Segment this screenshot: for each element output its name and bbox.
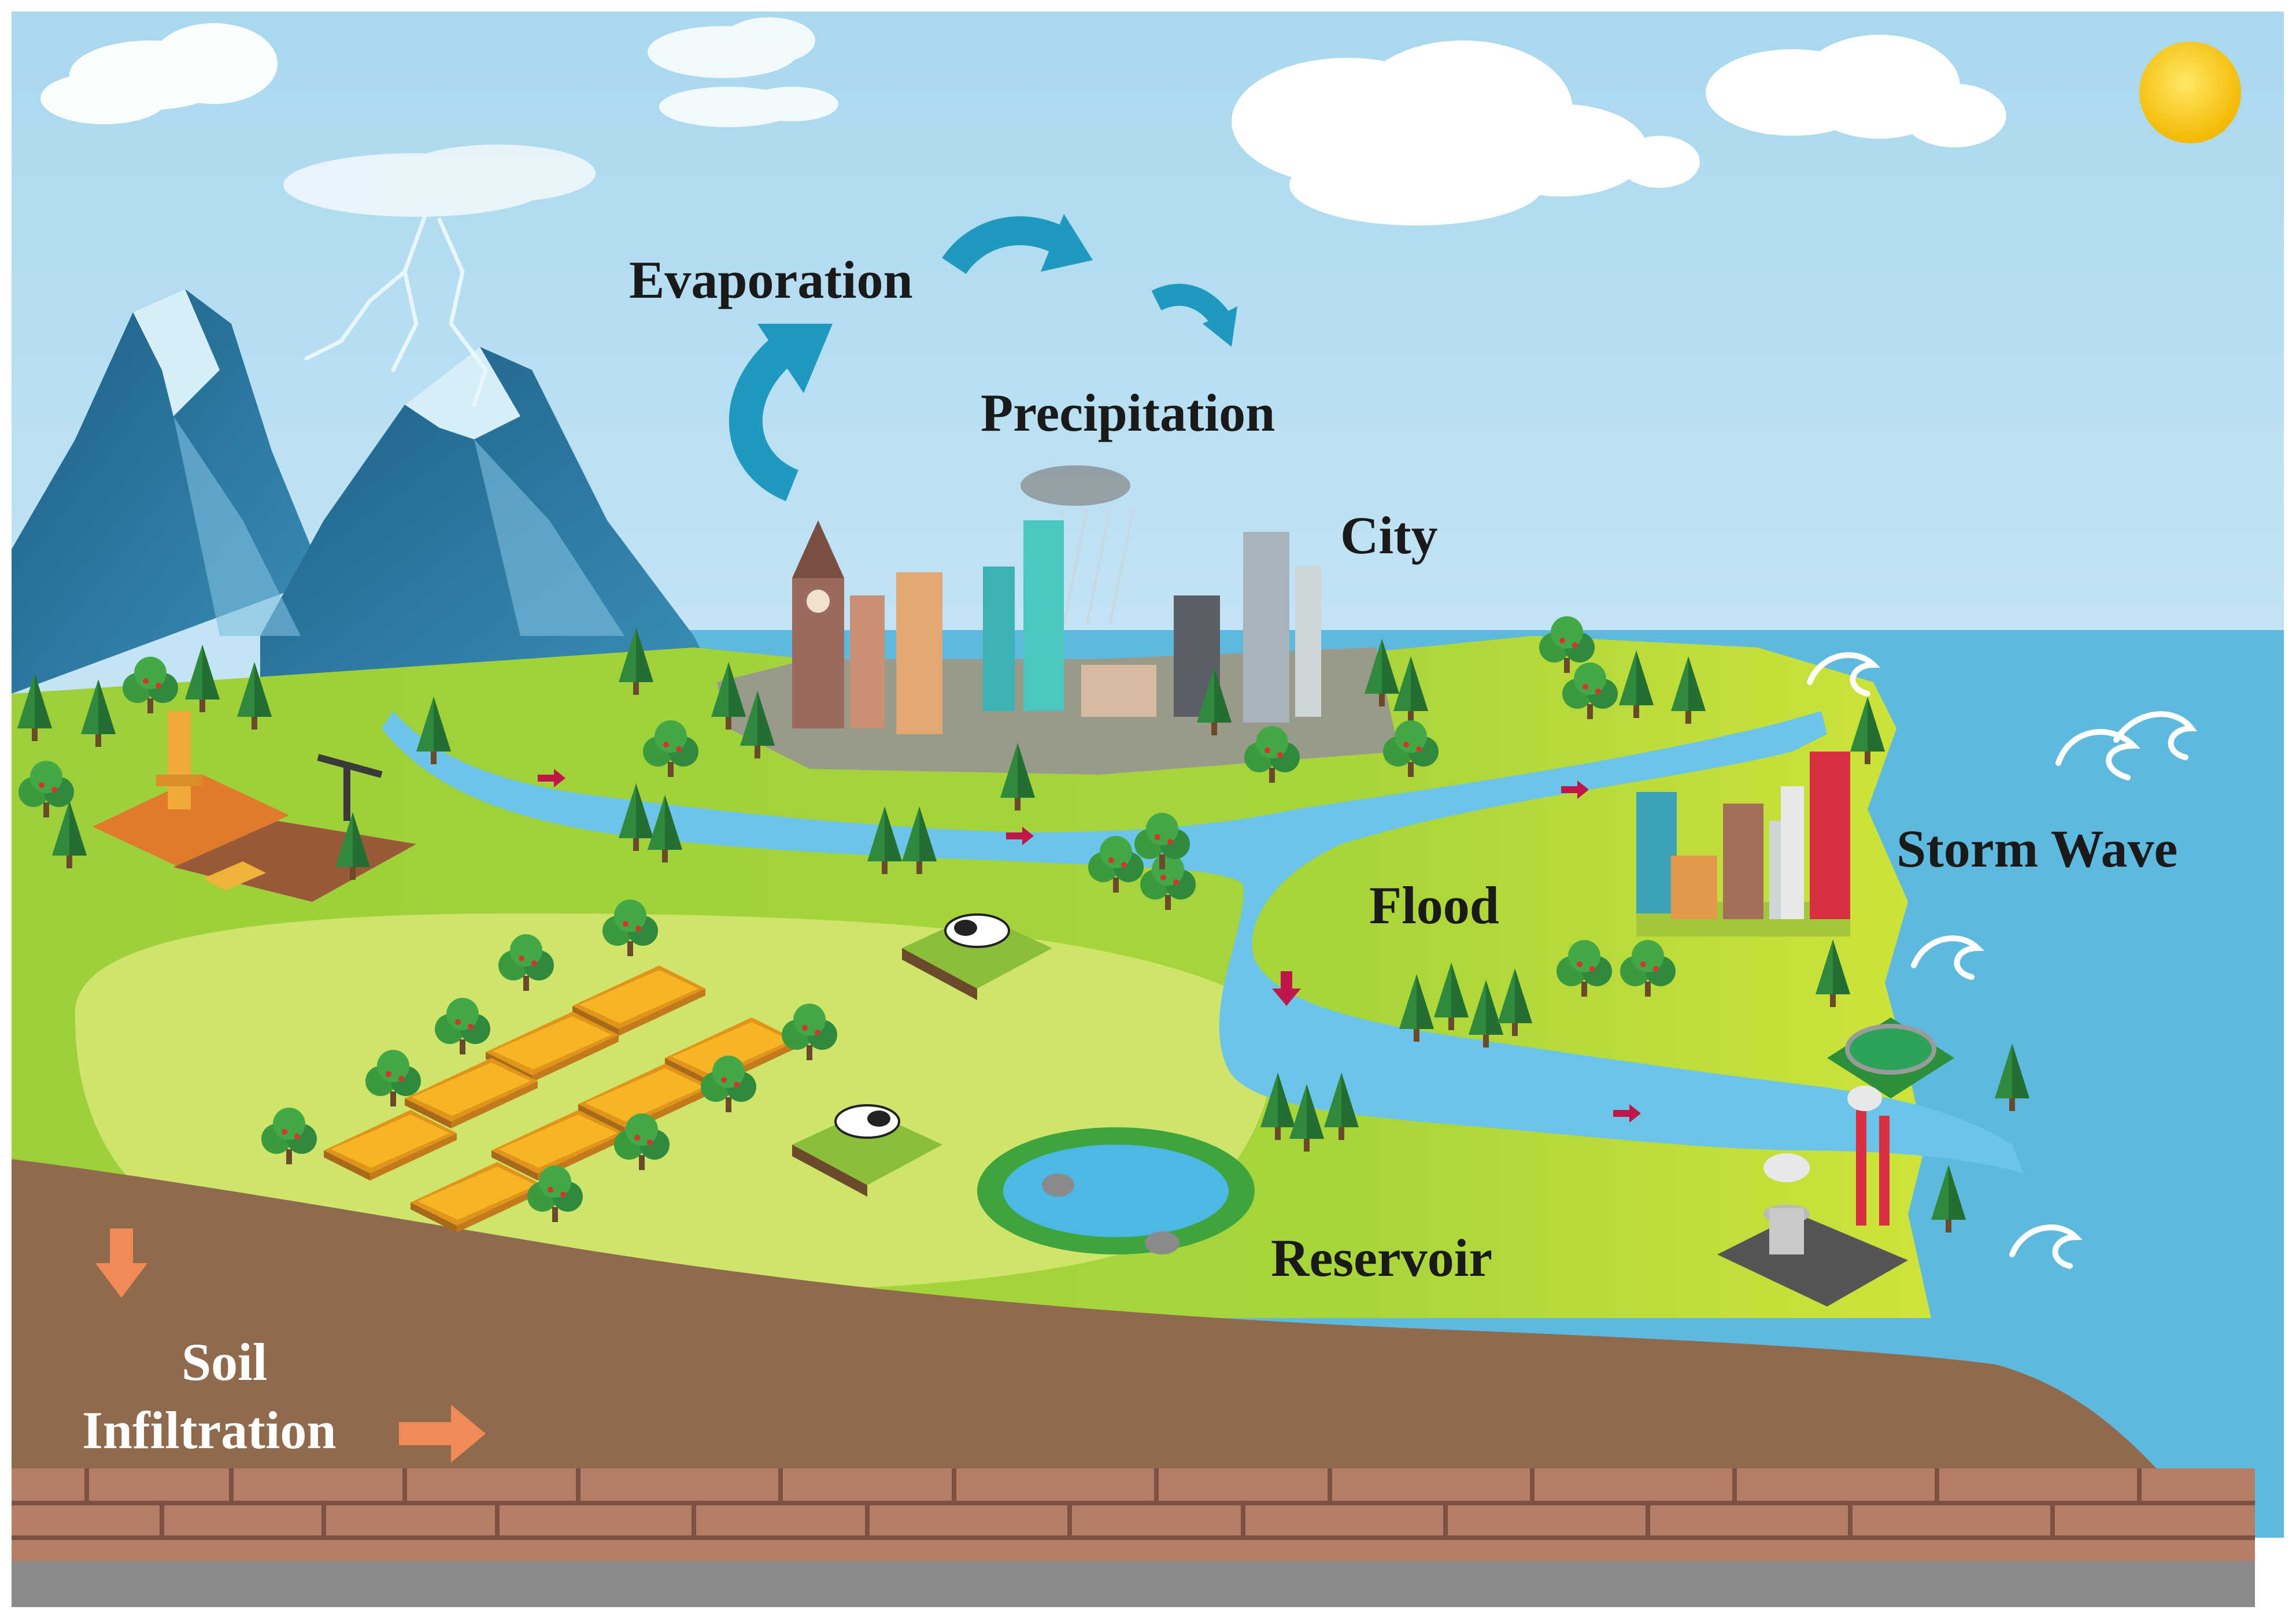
reservoir-label: Reservoir: [1271, 1228, 1493, 1287]
evaporation-label: Evaporation: [629, 250, 913, 309]
infiltration-arrow: [95, 1228, 486, 1463]
storm-wave-label: Storm Wave: [1896, 819, 2178, 878]
cow-icon: [792, 1104, 942, 1197]
power-plant-icon: [1717, 1086, 1908, 1306]
infiltration-label: Infiltration: [82, 1401, 337, 1460]
cloud-icon: [648, 17, 838, 127]
flood-label: Flood: [1369, 876, 1499, 935]
building-icon: [850, 520, 1321, 734]
truck-icon: [202, 861, 266, 890]
evaporation-arrow: [729, 324, 833, 501]
bedrock-layer: [12, 1468, 2255, 1607]
precipitation-arrow: [1151, 284, 1237, 347]
mountain-icon: [12, 289, 723, 694]
cow-icon: [902, 913, 1052, 1000]
oil-rig-icon: [156, 711, 202, 809]
building-icon: [1636, 752, 1850, 937]
river: [382, 711, 2024, 1174]
city-label: City: [1340, 506, 1438, 565]
soil-label: Soil: [182, 1333, 268, 1391]
lightning-icon: [304, 206, 488, 407]
cloud-icon: [1232, 40, 1700, 225]
wave-icon: [1807, 652, 2198, 1269]
cloud-icon: [40, 23, 278, 124]
reservoir-icon: [977, 1127, 1255, 1254]
cloud-icon: [283, 145, 596, 217]
sun-icon: [2139, 42, 2241, 143]
soil-layer: [12, 1159, 2255, 1538]
precipitation-label: Precipitation: [981, 383, 1275, 442]
arrow-icon: [538, 769, 1641, 1123]
clock-tower-icon: [792, 520, 844, 728]
pumpjack-icon: [317, 754, 383, 821]
cycle-arrow: [942, 214, 1093, 275]
city-icon: [717, 520, 1399, 775]
fish-pond-icon: [1827, 1017, 1954, 1098]
cloud-icon: [1706, 35, 2006, 147]
